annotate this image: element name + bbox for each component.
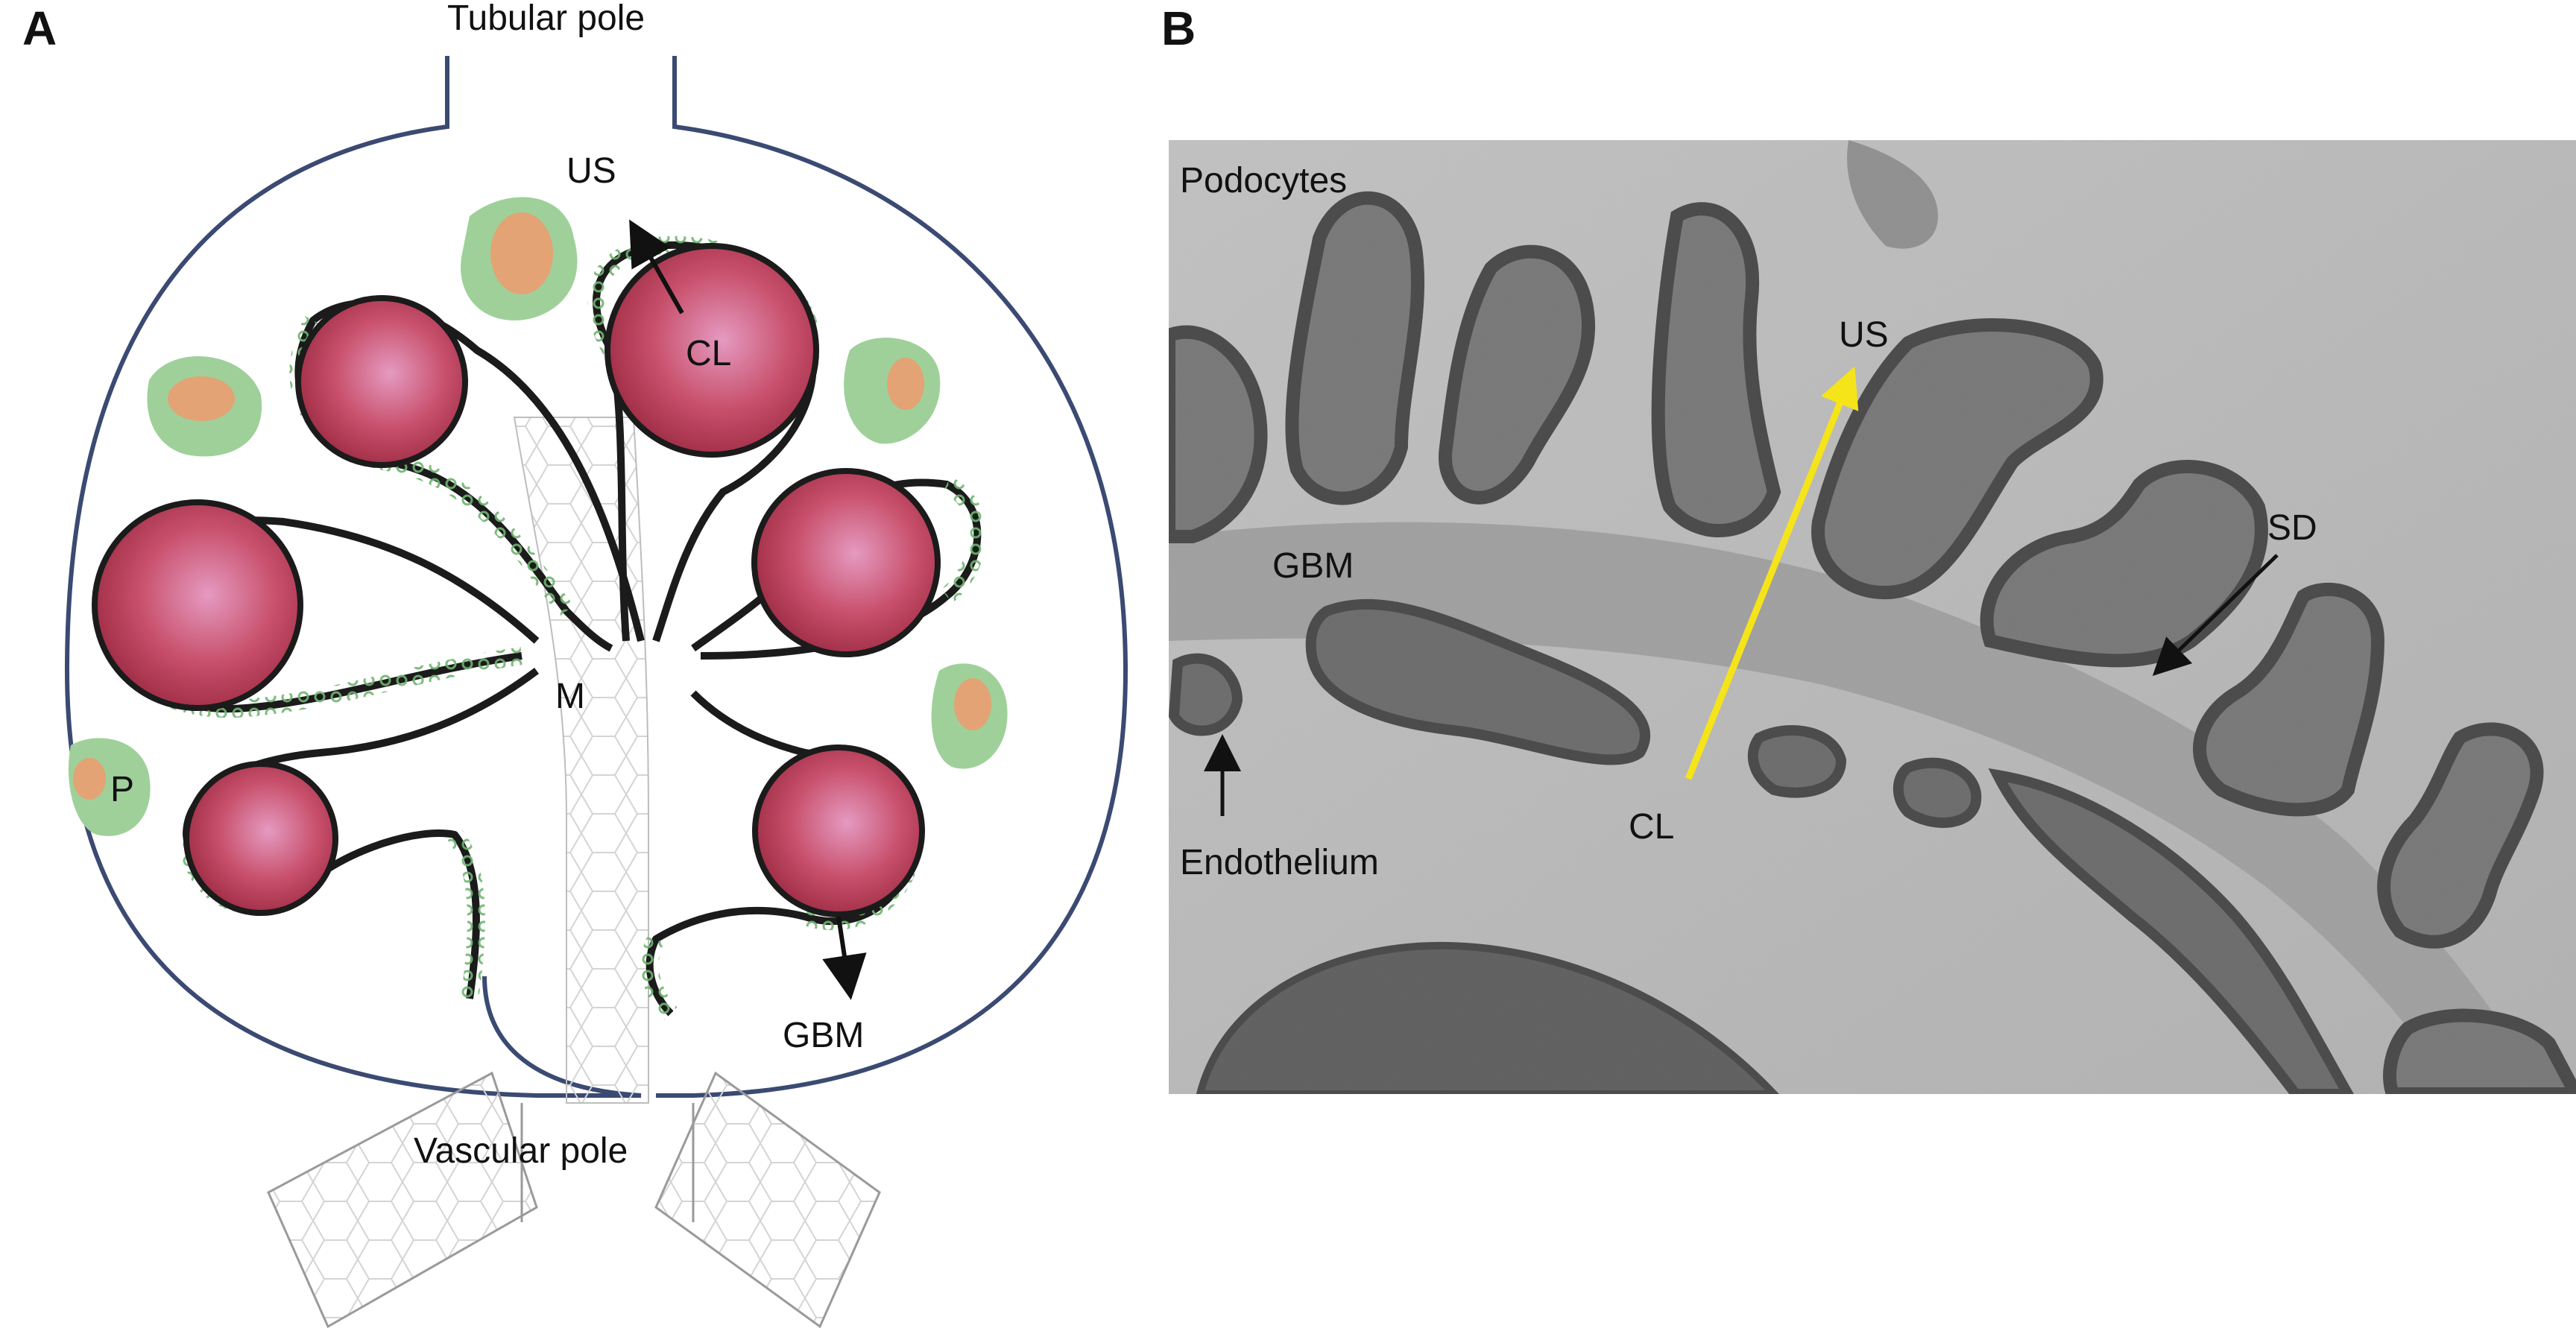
capillary-loops: [92, 243, 941, 917]
panel-a-diagram: A: [22, 0, 1128, 1329]
cl-label-b: CL: [1629, 807, 1674, 847]
cl-to-us-arrow: [1685, 366, 1859, 780]
capillary-lumen: [751, 468, 941, 657]
podocyte-cell: [147, 355, 262, 457]
urinary-space-arrow: [629, 219, 684, 314]
endothelium-label: Endothelium: [1180, 843, 1379, 882]
podocyte-cell: [844, 338, 941, 444]
podocyte-cell: [931, 663, 1008, 769]
podocyte-cell: [68, 738, 151, 836]
podocyte-cell: [461, 197, 578, 320]
electron-micrograph: [1169, 140, 2576, 1094]
gbm-label: GBM: [783, 1016, 864, 1055]
slit-diaphragm-arrow: [2152, 554, 2279, 676]
capillary-lumen: [92, 499, 303, 711]
panel-b-micrograph: B: [1161, 1, 2576, 1094]
tubular-pole-label: Tubular pole: [447, 0, 645, 38]
cl-label: CL: [686, 334, 731, 373]
gbm-label-b: GBM: [1272, 546, 1354, 586]
capillary-lumen: [183, 761, 338, 916]
panel-a-letter: A: [22, 1, 57, 55]
m-label: M: [555, 677, 585, 716]
p-label: P: [110, 770, 134, 809]
capillary-lumen: [295, 295, 468, 468]
capillary-lumen: [604, 243, 819, 458]
sd-label: SD: [2267, 508, 2317, 548]
panel-b-letter: B: [1161, 1, 1196, 55]
us-label: US: [566, 151, 616, 191]
vascular-pole-label: Vascular pole: [414, 1131, 628, 1171]
gbm-arrow: [822, 916, 867, 1000]
podocytes: [68, 197, 1008, 836]
capillary-lumen: [752, 745, 925, 917]
us-label-b: US: [1839, 315, 1889, 355]
podocytes-label: Podocytes: [1180, 161, 1347, 200]
